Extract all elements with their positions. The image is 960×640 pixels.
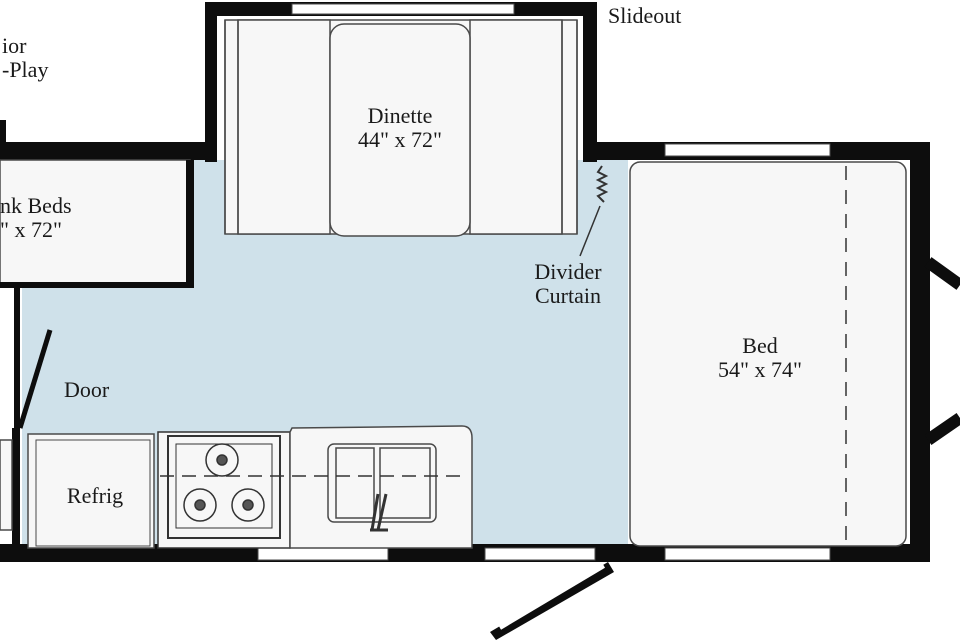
hitch [924, 257, 960, 445]
door-swing [17, 329, 53, 429]
dinette-size: 44" x 72" [358, 127, 442, 152]
left-cabinet [0, 439, 13, 531]
slideout-label: Slideout [608, 3, 682, 28]
refrigerator [27, 433, 155, 549]
bed-label: Bed 54" x 74" [690, 334, 830, 382]
top-left-label: ior -Play [2, 34, 48, 82]
dinette-label: Dinette 44" x 72" [330, 104, 470, 152]
windows [257, 3, 831, 561]
bed-size: 54" x 74" [718, 357, 802, 382]
dinette-name: Dinette [367, 103, 433, 128]
stove [157, 431, 291, 549]
divider-curtain [579, 165, 609, 257]
bed-name: Bed [742, 333, 778, 358]
top-left-label-line1: ior [2, 33, 27, 58]
bed [629, 161, 907, 547]
dinette [224, 19, 578, 237]
refrig-label: Refrig [66, 483, 124, 508]
kitchen-counter [160, 425, 473, 549]
bunk-beds-name: nk Beds [0, 193, 72, 218]
divider-curtain-line2: Curtain [535, 283, 601, 308]
bunk-beds [0, 159, 194, 288]
bunk-beds-size: " x 72" [0, 217, 62, 242]
divider-curtain-label: Divider Curtain [520, 260, 616, 308]
bunk-beds-label: nk Beds " x 72" [0, 194, 72, 242]
top-left-label-line2: -Play [2, 57, 49, 82]
divider-curtain-line1: Divider [534, 259, 602, 284]
door-label: Door [64, 377, 110, 402]
left-partition [12, 288, 20, 548]
entry-step [490, 562, 614, 640]
